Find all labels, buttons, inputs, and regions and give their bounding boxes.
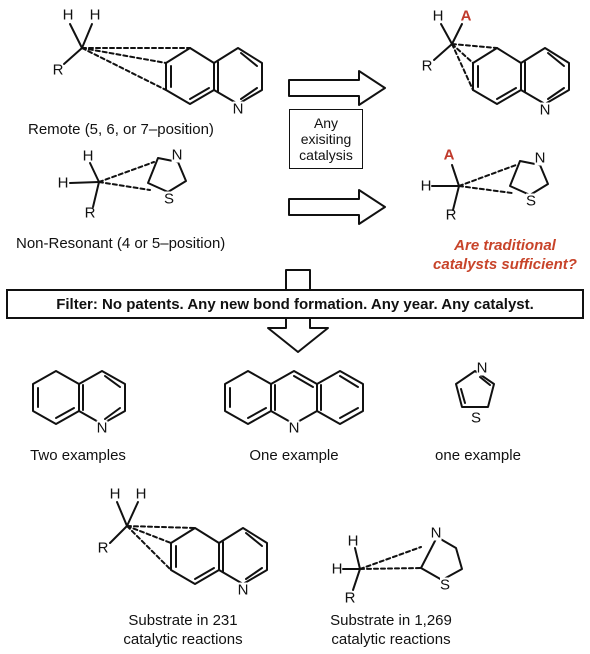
atom-a: A <box>443 146 455 164</box>
atom-n: N <box>288 419 300 437</box>
atom-h: H <box>432 7 444 25</box>
atom-s: S <box>439 576 451 594</box>
substrate-line: Substrate in 231 <box>128 612 238 629</box>
atom-h: H <box>109 485 121 503</box>
thiazole-substrate-count: Substrate in 1,269 catalytic reactions <box>330 611 452 649</box>
thiazole-product-structure <box>431 160 549 211</box>
filter-criteria-text: Filter: No patents. Any new bond formati… <box>56 295 534 313</box>
atom-h: H <box>135 485 147 503</box>
thiazole-example-count: one example <box>435 447 521 464</box>
atom-r: R <box>445 206 457 224</box>
atom-r: R <box>52 61 64 79</box>
atom-h: H <box>347 532 359 550</box>
quinoline-example-count: Two examples <box>30 447 126 464</box>
atom-r: R <box>421 57 433 75</box>
atom-n: N <box>476 359 488 377</box>
atom-s: S <box>525 192 537 210</box>
thiazole-substrate-structure <box>342 536 463 591</box>
thiazole-example-structure <box>455 370 495 408</box>
substrate-line: catalytic reactions <box>331 631 451 648</box>
atom-n: N <box>430 524 442 542</box>
atom-n: N <box>96 419 108 437</box>
acridine-example-structure <box>224 370 364 425</box>
atom-r: R <box>84 204 96 222</box>
atom-a: A <box>460 7 472 25</box>
atom-h: H <box>331 560 343 578</box>
filter-criteria-box: Filter: No patents. Any new bond formati… <box>6 289 584 319</box>
substrate-line: catalytic reactions <box>123 631 243 648</box>
quinoline-product-structure <box>433 23 570 105</box>
catalysis-box: Any exisiting catalysis <box>289 109 363 169</box>
catalysis-box-line: Any <box>313 115 339 131</box>
atom-n: N <box>534 149 546 167</box>
remote-position-label: Remote (5, 6, or 7–position) <box>28 121 214 138</box>
catalysis-box-line: exisiting <box>300 131 352 147</box>
atom-h: H <box>89 6 101 24</box>
quinoline-remote-structure <box>63 23 263 105</box>
reaction-arrow-top <box>288 70 386 106</box>
quinoline-substrate-structure <box>109 501 268 585</box>
reaction-arrow-bottom <box>288 189 386 225</box>
atom-n: N <box>232 100 244 118</box>
question-text: Are traditional catalysts sufficient? <box>430 236 580 274</box>
quinoline-substrate-count: Substrate in 231 catalytic reactions <box>123 611 242 649</box>
atom-s: S <box>470 409 482 427</box>
acridine-example-count: One example <box>249 447 339 464</box>
quinoline-example-structure <box>32 370 126 425</box>
non-resonant-position-label: Non-Resonant (4 or 5–position) <box>16 235 226 252</box>
filter-arrow <box>267 269 329 353</box>
atom-h: H <box>57 174 69 192</box>
substrate-line: Substrate in 1,269 <box>330 612 452 629</box>
atom-s: S <box>163 190 175 208</box>
atom-n: N <box>539 101 551 119</box>
question-line: catalysts sufficient? <box>433 256 577 273</box>
atom-r: R <box>97 539 109 557</box>
atom-h: H <box>420 177 432 195</box>
atom-h: H <box>62 6 74 24</box>
question-line: Are traditional <box>454 237 556 254</box>
atom-n: N <box>237 581 249 599</box>
atom-h: H <box>82 147 94 165</box>
catalysis-box-line: catalysis <box>299 147 353 163</box>
atom-r: R <box>344 589 356 607</box>
atom-n: N <box>171 146 183 164</box>
